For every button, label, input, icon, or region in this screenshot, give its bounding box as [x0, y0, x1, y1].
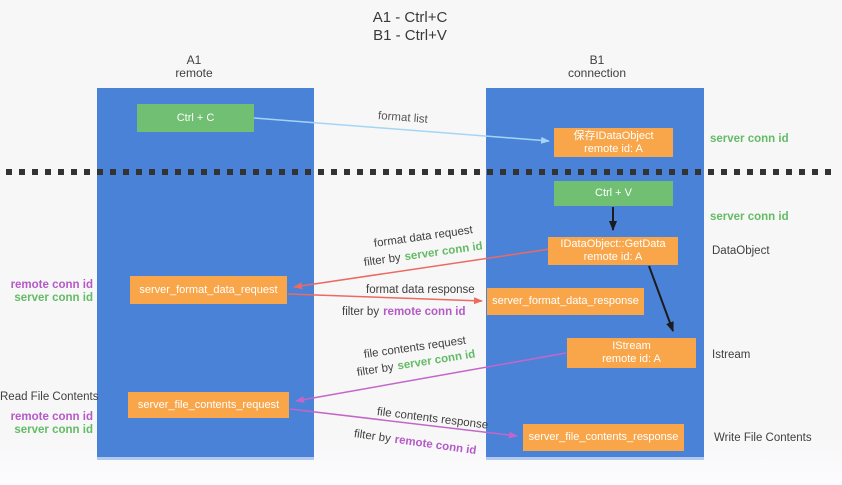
title-line-2: B1 - Ctrl+V: [373, 27, 447, 44]
left-column-header: A1 remote: [134, 54, 254, 80]
left-column-role: remote: [175, 66, 213, 80]
label-format-list: format list: [377, 110, 429, 126]
annotation-remote-conn-id-lower: remote conn id: [10, 411, 93, 423]
annotation-server-conn-id-upper: server conn id: [14, 292, 93, 304]
annotation-write-file-contents: Write File Contents: [714, 432, 812, 444]
annotation-server-conn-id-top: server conn id: [710, 133, 789, 145]
node-idataobject-getdata-line2: remote id: A: [583, 251, 643, 263]
label-format-data-response: format data response: [366, 284, 475, 296]
node-server-file-contents-response-label: server_file_contents_response: [528, 431, 679, 443]
node-idataobject-getdata: IDataObject::GetData remote id: A: [548, 237, 678, 265]
node-ctrl-v-label: Ctrl + V: [595, 187, 632, 199]
annotation-server-conn-id-middle: server conn id: [710, 211, 789, 223]
filter-by-prefix: filter by: [363, 251, 402, 269]
diagram-title: A1 - Ctrl+C B1 - Ctrl+V: [300, 9, 520, 45]
filter-by-prefix: filter by: [342, 306, 380, 318]
dotted-divider-line: [6, 169, 838, 175]
node-istream: IStream remote id: A: [567, 338, 696, 368]
node-ctrl-c-label: Ctrl + C: [176, 111, 215, 124]
right-column-name: B1: [589, 53, 605, 67]
annotation-remote-conn-id-upper: remote conn id: [10, 279, 93, 291]
filter-by-prefix: filter by: [353, 428, 392, 446]
title-line-1: A1 - Ctrl+C: [372, 9, 448, 26]
right-column-header: B1 connection: [537, 54, 657, 80]
annotation-server-conn-id-lower: server conn id: [14, 424, 93, 436]
node-server-format-data-request: server_format_data_request: [130, 276, 287, 304]
annotation-read-file-contents: Read File Contents: [0, 391, 99, 403]
node-server-format-data-response-label: server_format_data_response: [492, 295, 639, 307]
node-ctrl-c: Ctrl + C: [137, 104, 254, 132]
node-ctrl-v: Ctrl + V: [554, 181, 673, 206]
node-server-format-data-response: server_format_data_response: [487, 288, 644, 315]
node-save-idataobject: 保存IDataObject remote id: A: [554, 128, 673, 157]
annotation-istream: Istream: [712, 349, 751, 361]
filter-by-prefix: filter by: [356, 361, 395, 379]
node-server-file-contents-request-label: server_file_contents_request: [137, 398, 280, 411]
node-server-file-contents-request: server_file_contents_request: [128, 392, 289, 418]
node-istream-line2: remote id: A: [602, 353, 661, 365]
annotation-dataobject: DataObject: [712, 245, 770, 257]
remote-conn-id-value: remote conn id: [393, 433, 478, 458]
label-file-contents-response: file contents response: [376, 406, 489, 432]
node-idataobject-getdata-line1: IDataObject::GetData: [560, 238, 666, 250]
left-column-name: A1: [186, 53, 202, 67]
right-column-role: connection: [567, 66, 627, 80]
node-save-idataobject-line2: remote id: A: [584, 142, 643, 155]
node-server-file-contents-response: server_file_contents_response: [523, 424, 684, 451]
node-save-idataobject-line1: 保存IDataObject: [573, 129, 654, 142]
node-istream-line1: IStream: [612, 340, 651, 352]
node-server-format-data-request-label: server_format_data_request: [139, 283, 278, 296]
remote-conn-id-value: remote conn id: [383, 306, 466, 318]
